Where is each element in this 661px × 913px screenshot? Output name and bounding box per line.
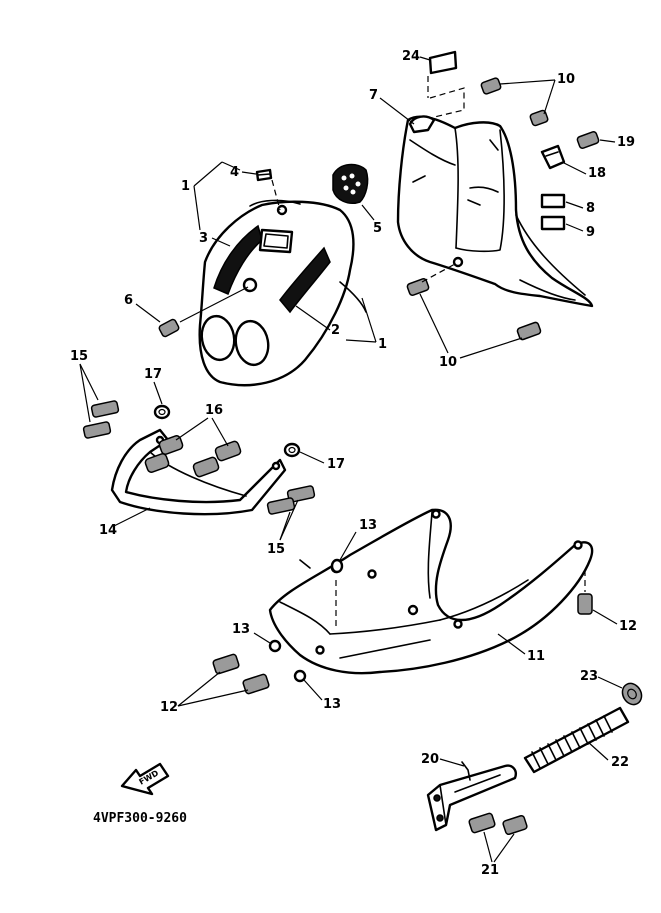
callout-2: 2 <box>331 323 340 338</box>
callout-12-right: 12 <box>619 619 637 634</box>
callout-20: 20 <box>421 752 439 767</box>
callout-12-left: 12 <box>160 700 178 715</box>
screw-12-right <box>577 570 593 615</box>
bracket-18 <box>540 144 566 170</box>
label-tag-24 <box>427 50 465 119</box>
callout-3: 3 <box>199 231 208 246</box>
callout-6: 6 <box>124 293 133 308</box>
bolt-15-c <box>286 485 316 503</box>
emblem-5 <box>332 163 369 204</box>
collar-23 <box>621 682 643 706</box>
damper-16-c <box>214 440 242 462</box>
screw-10-bottom-b <box>516 321 542 341</box>
screw-10-top-a <box>480 77 502 95</box>
nut-13-left <box>268 639 282 653</box>
label-8 <box>540 193 566 209</box>
fwd-arrow-icon: FWD <box>120 762 170 796</box>
callout-24: 24 <box>402 49 420 64</box>
grommet-17-b <box>283 442 301 458</box>
callout-14: 14 <box>99 523 117 538</box>
damper-16-a <box>158 435 184 455</box>
bolt-15-d <box>266 497 296 515</box>
callout-5: 5 <box>373 221 382 236</box>
callout-23: 23 <box>580 669 598 684</box>
screw-19 <box>576 131 600 149</box>
callout-15-bottom: 15 <box>267 542 285 557</box>
clip-4 <box>255 168 281 211</box>
callout-17-bottom: 17 <box>327 457 345 472</box>
callout-10-top: 10 <box>557 72 575 87</box>
front-cover <box>198 199 367 387</box>
callout-21: 21 <box>481 863 499 878</box>
screw-6 <box>158 286 249 338</box>
label-9 <box>540 215 566 231</box>
callout-17-top: 17 <box>144 367 162 382</box>
callout-18: 18 <box>588 166 606 181</box>
callout-22: 22 <box>611 755 629 770</box>
diagram-code: 4VPF300-9260 <box>93 811 187 826</box>
callout-13-top: 13 <box>359 518 377 533</box>
callout-15-top: 15 <box>70 349 88 364</box>
screw-12-left-b <box>242 673 270 695</box>
callout-1-top: 1 <box>181 179 190 194</box>
callout-11: 11 <box>527 649 545 664</box>
screw-10-top-b <box>529 109 549 127</box>
headlight-hole-right <box>234 319 270 367</box>
callout-19: 19 <box>617 135 635 150</box>
callout-8: 8 <box>586 201 595 216</box>
nut-13-bottom <box>293 669 307 683</box>
bolt-15-a <box>90 400 120 418</box>
bolt-21-b <box>502 814 528 836</box>
bolt-15-b <box>82 421 112 439</box>
under-cover-11 <box>268 508 594 675</box>
callout-9: 9 <box>586 225 595 240</box>
callout-13-left: 13 <box>232 622 250 637</box>
callout-10-bottom: 10 <box>439 355 457 370</box>
callout-13-bottom: 13 <box>323 697 341 712</box>
headlight-hole-left <box>200 314 236 362</box>
grommet-17-a <box>153 404 171 420</box>
callout-16: 16 <box>205 403 223 418</box>
spring-22 <box>523 706 630 774</box>
callout-7: 7 <box>369 88 378 103</box>
callout-4: 4 <box>230 165 239 180</box>
screw-12-left-a <box>212 653 240 675</box>
stand-bracket-20 <box>426 761 517 832</box>
screw-10-bottom-a <box>406 278 430 296</box>
damper-16-b <box>144 453 170 473</box>
inner-leg-shield <box>396 115 594 308</box>
nut-13-top <box>330 558 344 574</box>
right-vent-grille <box>279 246 331 314</box>
bolt-21-a <box>468 812 496 834</box>
damper-16-d <box>192 456 220 478</box>
callout-1-bottom: 1 <box>378 337 387 352</box>
